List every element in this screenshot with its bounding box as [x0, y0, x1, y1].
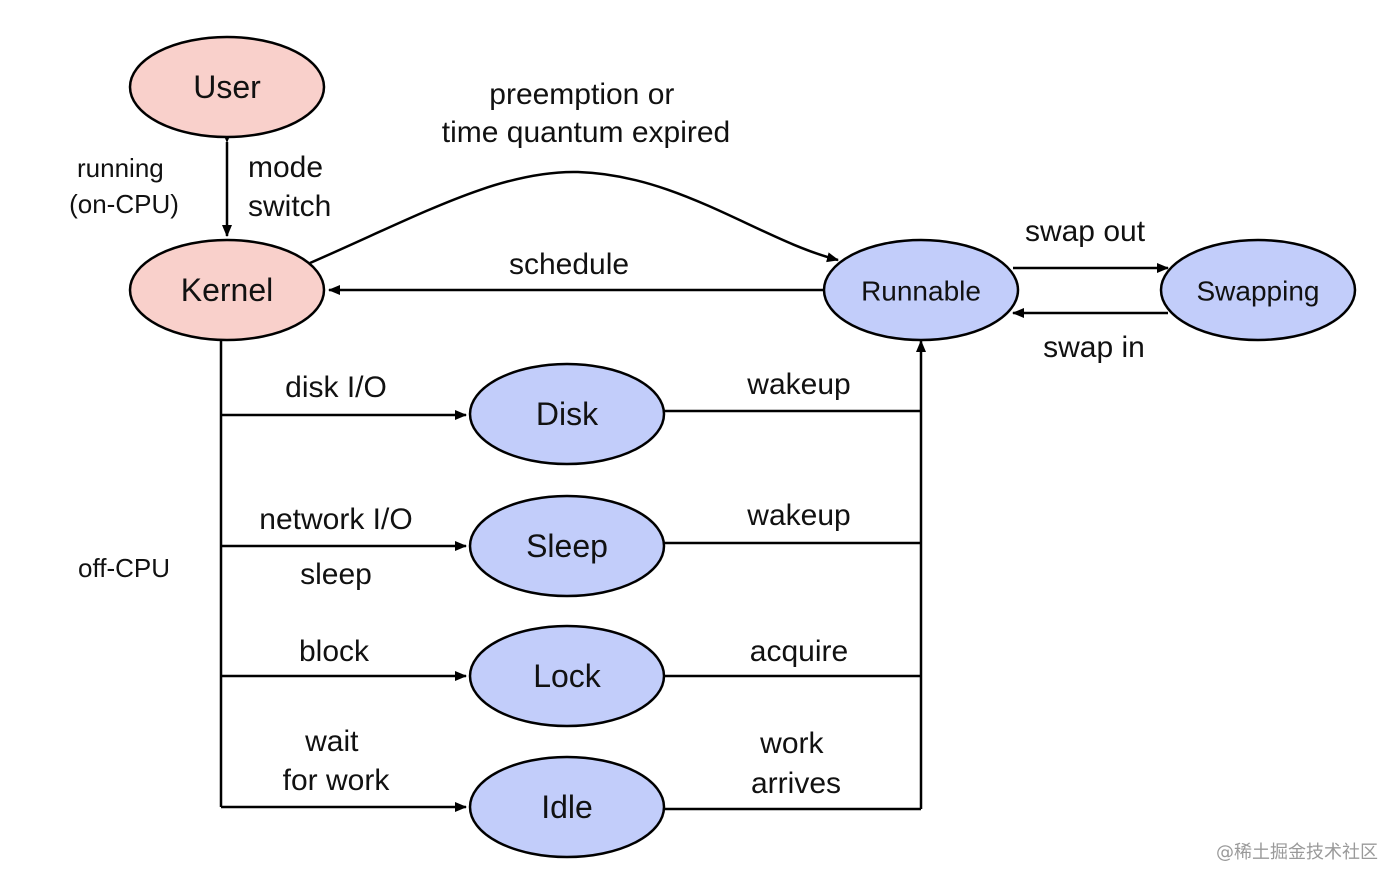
user-label: User — [193, 69, 261, 105]
lock-ellipse — [468, 624, 666, 728]
sleep-label: Sleep — [526, 528, 608, 564]
schedule-label: schedule — [509, 248, 629, 281]
work-arrives-line1: work — [759, 727, 824, 760]
off-cpu-label: off-CPU — [78, 553, 170, 583]
work-arrives-line2: arrives — [751, 767, 841, 800]
disk-label: Disk — [536, 396, 599, 432]
swapping-ellipse — [1159, 238, 1357, 342]
mode-switch-line1: mode — [248, 151, 323, 184]
kernel-label: Kernel — [181, 272, 274, 308]
wait-for-work-label: wait for work — [283, 725, 391, 797]
runnable-label: Runnable — [861, 276, 981, 307]
sleep-ellipse — [468, 494, 666, 598]
idle-label: Idle — [541, 789, 593, 825]
node-user: User — [128, 35, 326, 139]
wakeup-disk-label: wakeup — [746, 368, 850, 401]
lock-label: Lock — [533, 658, 602, 694]
disk-io-label: disk I/O — [285, 371, 387, 404]
wakeup-sleep-label: wakeup — [746, 499, 850, 532]
preemption-label: preemption or time quantum expired — [442, 78, 731, 149]
preemption-arrow — [309, 170, 839, 265]
disk-ellipse — [468, 362, 666, 466]
user-ellipse — [128, 35, 326, 139]
node-disk: Disk — [468, 362, 666, 466]
running-label-line1: running — [77, 153, 164, 183]
wait-for-work-line1: wait — [304, 725, 359, 758]
kernel-ellipse — [128, 238, 326, 342]
swapping-label: Swapping — [1197, 276, 1320, 307]
running-oncpu-label: running (on-CPU) — [69, 153, 179, 219]
block-label: block — [299, 635, 370, 668]
sleep-edge-label: sleep — [300, 558, 372, 591]
node-swapping: Swapping — [1159, 238, 1357, 342]
runnable-ellipse — [822, 238, 1020, 342]
idle-ellipse — [468, 755, 666, 859]
wait-for-work-line2: for work — [283, 764, 391, 797]
swap-out-label: swap out — [1025, 215, 1146, 248]
node-sleep: Sleep — [468, 494, 666, 598]
running-label-line2: (on-CPU) — [69, 189, 179, 219]
mode-switch-line2: switch — [248, 190, 331, 223]
network-io-label: network I/O — [259, 503, 412, 536]
mode-switch-label: mode switch — [248, 151, 331, 223]
preemption-line1: preemption or — [489, 78, 674, 111]
work-arrives-label: work arrives — [751, 727, 841, 800]
node-idle: Idle — [468, 755, 666, 859]
acquire-label: acquire — [750, 635, 848, 668]
node-lock: Lock — [468, 624, 666, 728]
node-kernel: Kernel — [128, 238, 326, 342]
preemption-line2: time quantum expired — [442, 116, 731, 149]
watermark-text: @稀土掘金技术社区 — [1216, 842, 1378, 863]
swap-in-label: swap in — [1043, 331, 1145, 364]
node-runnable: Runnable — [822, 238, 1020, 342]
